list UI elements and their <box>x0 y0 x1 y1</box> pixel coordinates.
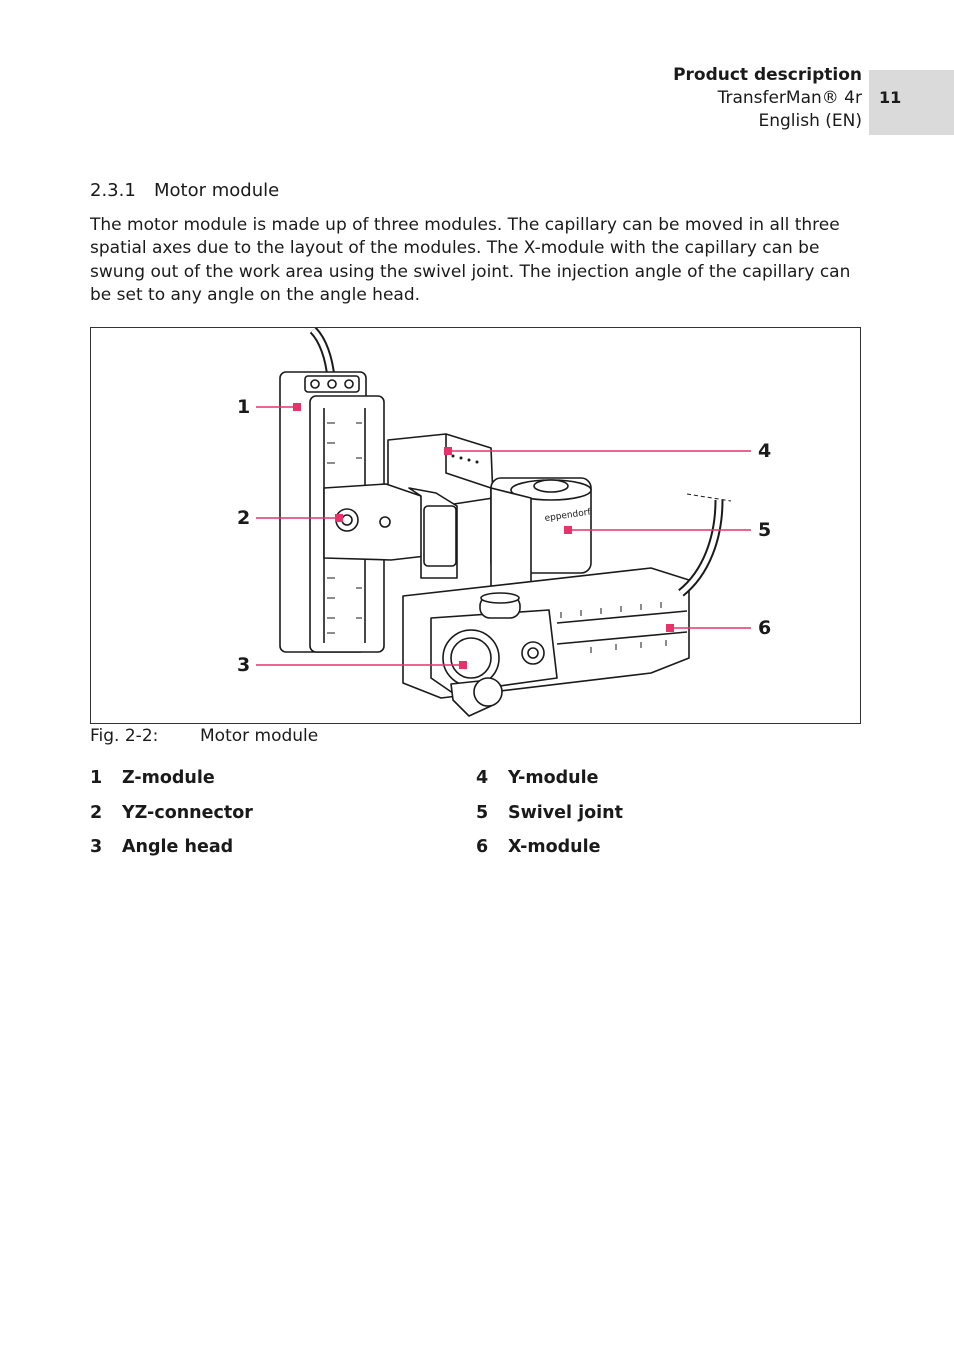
callout-3-number: 3 <box>237 654 251 676</box>
legend-number: 4 <box>476 768 489 788</box>
header-product-name: TransferMan® 4r <box>717 88 862 108</box>
legend-item: 3 Angle head <box>90 837 233 857</box>
legend-item: 2 YZ-connector <box>90 803 253 823</box>
callout-2-marker <box>335 514 343 522</box>
figure-caption: Fig. 2-2: Motor module <box>90 726 318 746</box>
legend-number: 1 <box>90 768 103 788</box>
legend-label: Angle head <box>122 837 234 857</box>
legend-number: 3 <box>90 837 103 857</box>
legend-item: 5 Swivel joint <box>476 803 623 823</box>
header-section-title: Product description <box>673 65 862 85</box>
callout-2-number: 2 <box>237 507 251 529</box>
callout-4-marker <box>444 447 452 455</box>
figure-caption-title: Motor module <box>200 726 319 746</box>
legend-label: Z-module <box>122 768 215 788</box>
callout-6-marker <box>666 624 674 632</box>
section-title: Motor module <box>154 180 280 201</box>
section-number: 2.3.1 <box>90 180 136 201</box>
legend-number: 5 <box>476 803 489 823</box>
running-header: Product description TransferMan® 4r Engl… <box>673 64 862 133</box>
motor-module-illustration: eppendorf <box>256 328 751 717</box>
legend-label: Y-module <box>508 768 599 788</box>
legend-label: X-module <box>508 837 601 857</box>
callout-1-marker <box>293 403 301 411</box>
callout-3-marker <box>459 661 467 669</box>
callout-5-marker <box>564 526 572 534</box>
header-language: English (EN) <box>758 111 862 131</box>
callout-1-number: 1 <box>237 396 251 418</box>
body-paragraph: The motor module is made up of three mod… <box>90 215 851 305</box>
page-number: 11 <box>879 88 902 107</box>
legend-item: 6 X-module <box>476 837 600 857</box>
legend-number: 6 <box>476 837 489 857</box>
callout-5-number: 5 <box>758 519 772 541</box>
legend-label: Swivel joint <box>508 803 623 823</box>
legend-item: 4 Y-module <box>476 768 598 788</box>
legend-number: 2 <box>90 803 103 823</box>
legend-item: 1 Z-module <box>90 768 215 788</box>
led-dots <box>451 454 479 464</box>
figure-caption-label: Fig. 2-2: <box>90 726 159 746</box>
callout-6-number: 6 <box>758 617 772 639</box>
legend-label: YZ-connector <box>122 803 253 823</box>
section-heading: 2.3.1 Motor module <box>90 180 279 201</box>
callout-4-number: 4 <box>758 440 772 462</box>
page-number-tab: 11 <box>869 70 954 135</box>
figure-frame: eppendorf 1 2 3 4 5 6 <box>90 327 861 724</box>
